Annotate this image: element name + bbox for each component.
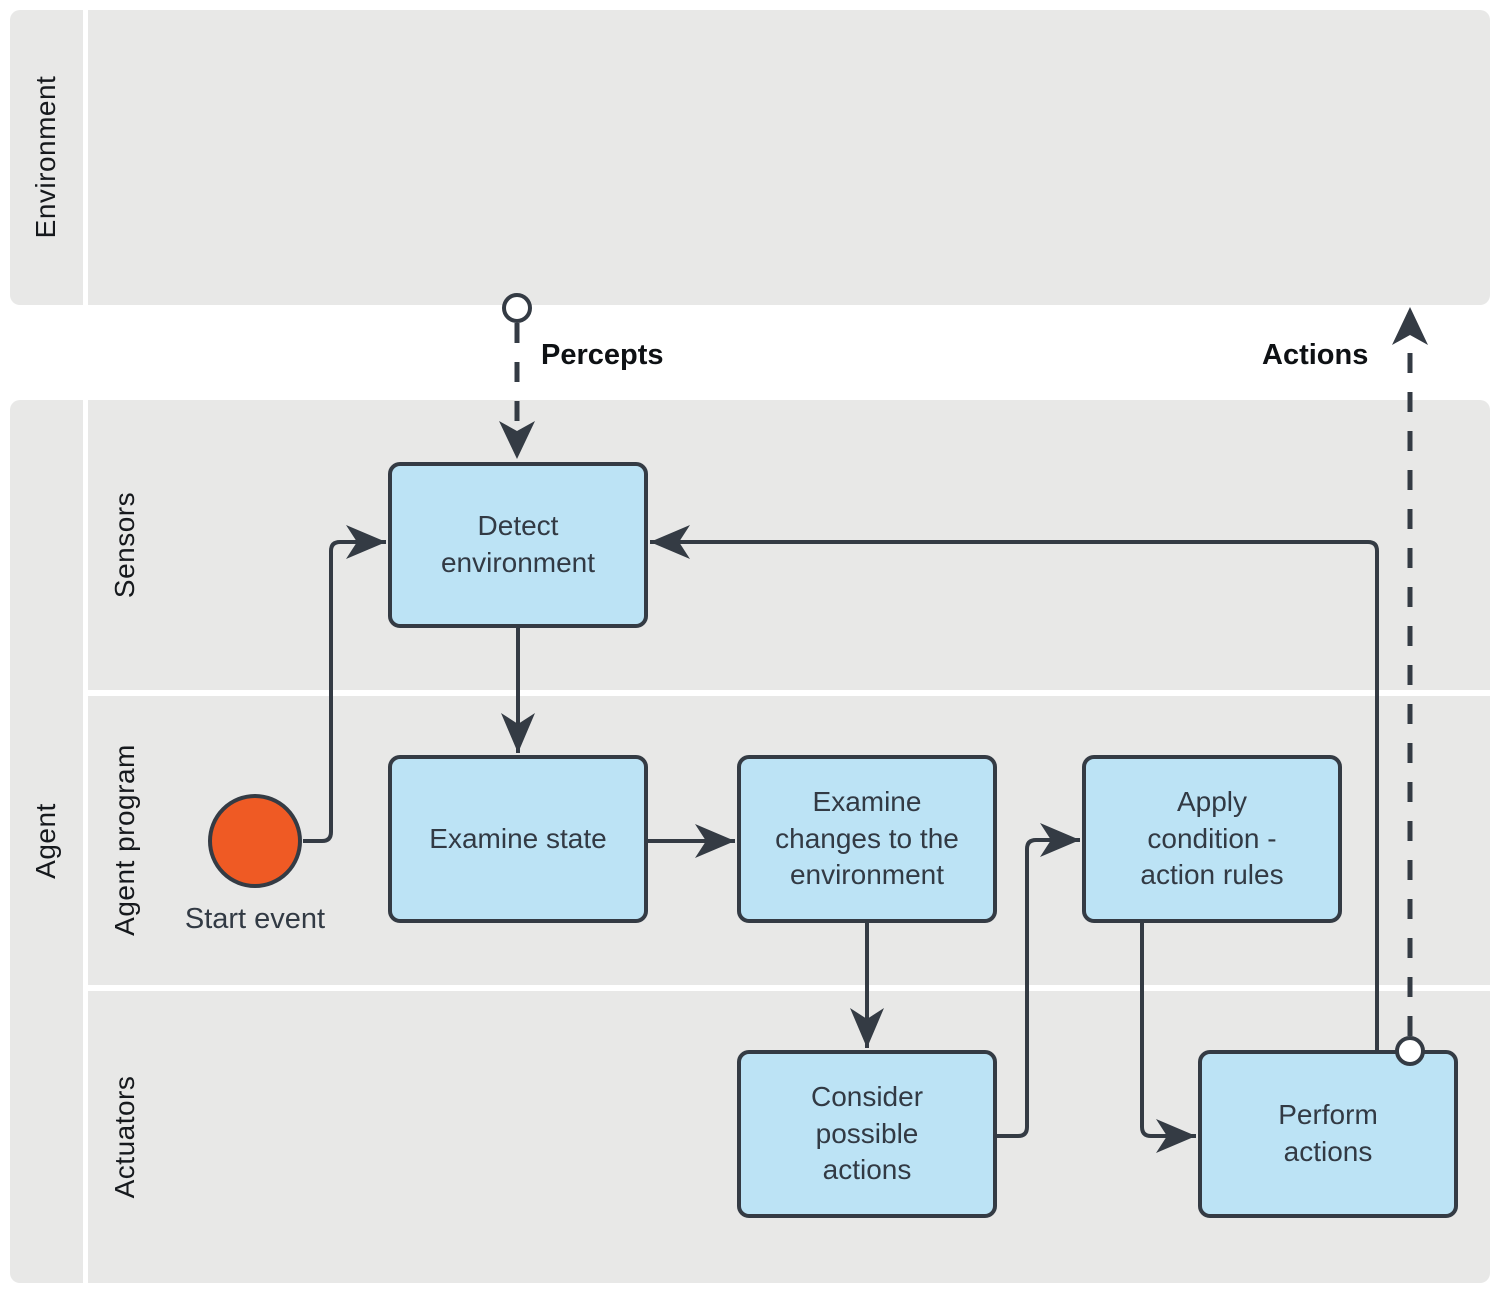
pool-environment [10,10,1490,305]
lane-separator [88,690,1490,696]
task-examine-state: Examine state [388,755,648,923]
task-examine-changes: Examine changes to the environment [737,755,997,923]
task-detect-environment: Detect environment [388,462,648,628]
lane-sensors-label: Sensors [109,491,140,599]
start-event-label: Start event [184,903,326,935]
percepts-flow-label: Percepts [541,339,664,371]
lane-separator [83,400,88,1283]
task-consider-possible-actions: Consider possible actions [737,1050,997,1218]
actions-arrowhead-icon [1392,307,1428,345]
lane-separator [83,10,88,305]
task-perform-actions: Perform actions [1198,1050,1458,1218]
pool-agent-label: Agent [30,803,61,879]
lane-separator [88,985,1490,991]
pool-environment-label: Environment [30,75,61,239]
actions-flow-label: Actions [1262,339,1369,371]
task-apply-condition-action-rules: Apply condition - action rules [1082,755,1342,923]
lane-actuators-label: Actuators [109,1075,140,1199]
start-event-circle [208,794,302,888]
